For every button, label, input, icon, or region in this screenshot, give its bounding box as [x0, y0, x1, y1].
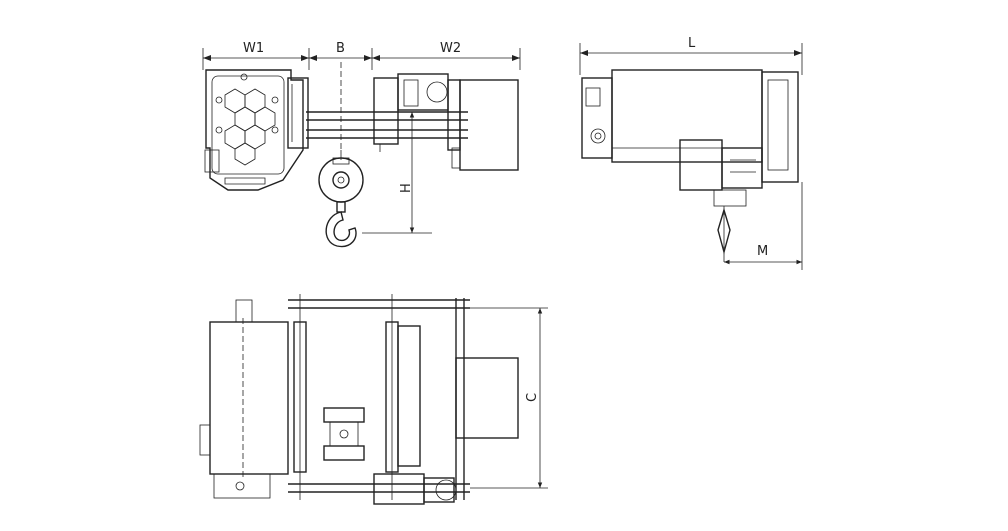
- dim-label-w1: W1: [243, 41, 264, 56]
- side-view: L M: [579, 36, 803, 270]
- dim-label-l: L: [688, 36, 696, 51]
- dim-label-c: C: [525, 393, 540, 402]
- dim-label-w2: W2: [440, 41, 461, 56]
- dim-label-b: B: [336, 41, 345, 56]
- top-view: C: [199, 294, 548, 505]
- dim-label-h: H: [399, 183, 414, 193]
- dim-label-m: M: [757, 244, 768, 259]
- front-view: W1 B W2: [202, 41, 521, 248]
